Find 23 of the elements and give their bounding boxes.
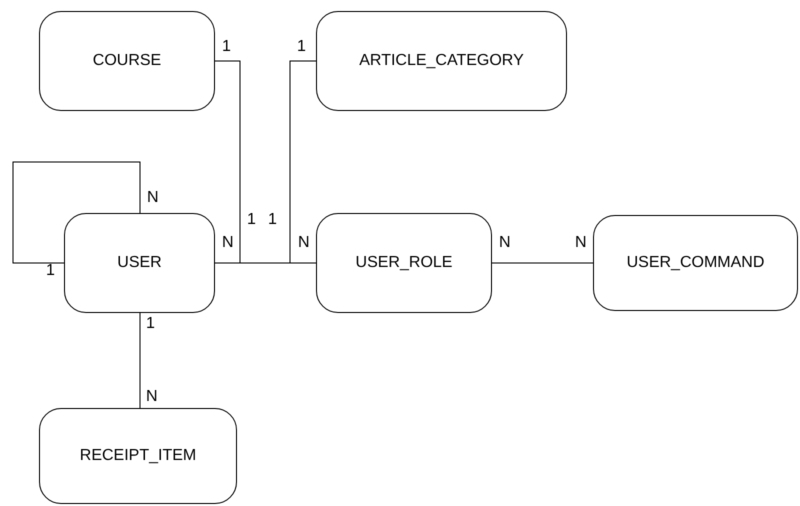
entity-box: USER_COMMAND: [593, 215, 798, 311]
cardinality-label: 1: [46, 263, 55, 279]
connector-line: [492, 262, 594, 264]
entity-box: USER: [64, 213, 215, 313]
cardinality-label: 1: [222, 39, 231, 55]
cardinality-label: N: [499, 235, 511, 251]
entity-box: COURSE: [39, 11, 215, 111]
cardinality-label: N: [146, 389, 158, 405]
cardinality-label: N: [222, 235, 234, 251]
cardinality-label: 1: [268, 212, 277, 228]
cardinality-label: 1: [146, 316, 155, 332]
entity-box: ARTICLE_CATEGORY: [316, 11, 567, 111]
cardinality-label: 1: [247, 212, 256, 228]
cardinality-label: N: [298, 235, 310, 251]
entity-box: RECEIPT_ITEM: [39, 408, 237, 504]
entity-box: USER_ROLE: [316, 213, 492, 313]
connector-line: [214, 262, 316, 264]
cardinality-label: 1: [297, 39, 306, 55]
cardinality-label: N: [147, 190, 159, 206]
connector-line: [214, 60, 240, 264]
connector-line: [12, 162, 140, 264]
connector-line: [290, 60, 316, 264]
cardinality-label: N: [575, 235, 587, 251]
